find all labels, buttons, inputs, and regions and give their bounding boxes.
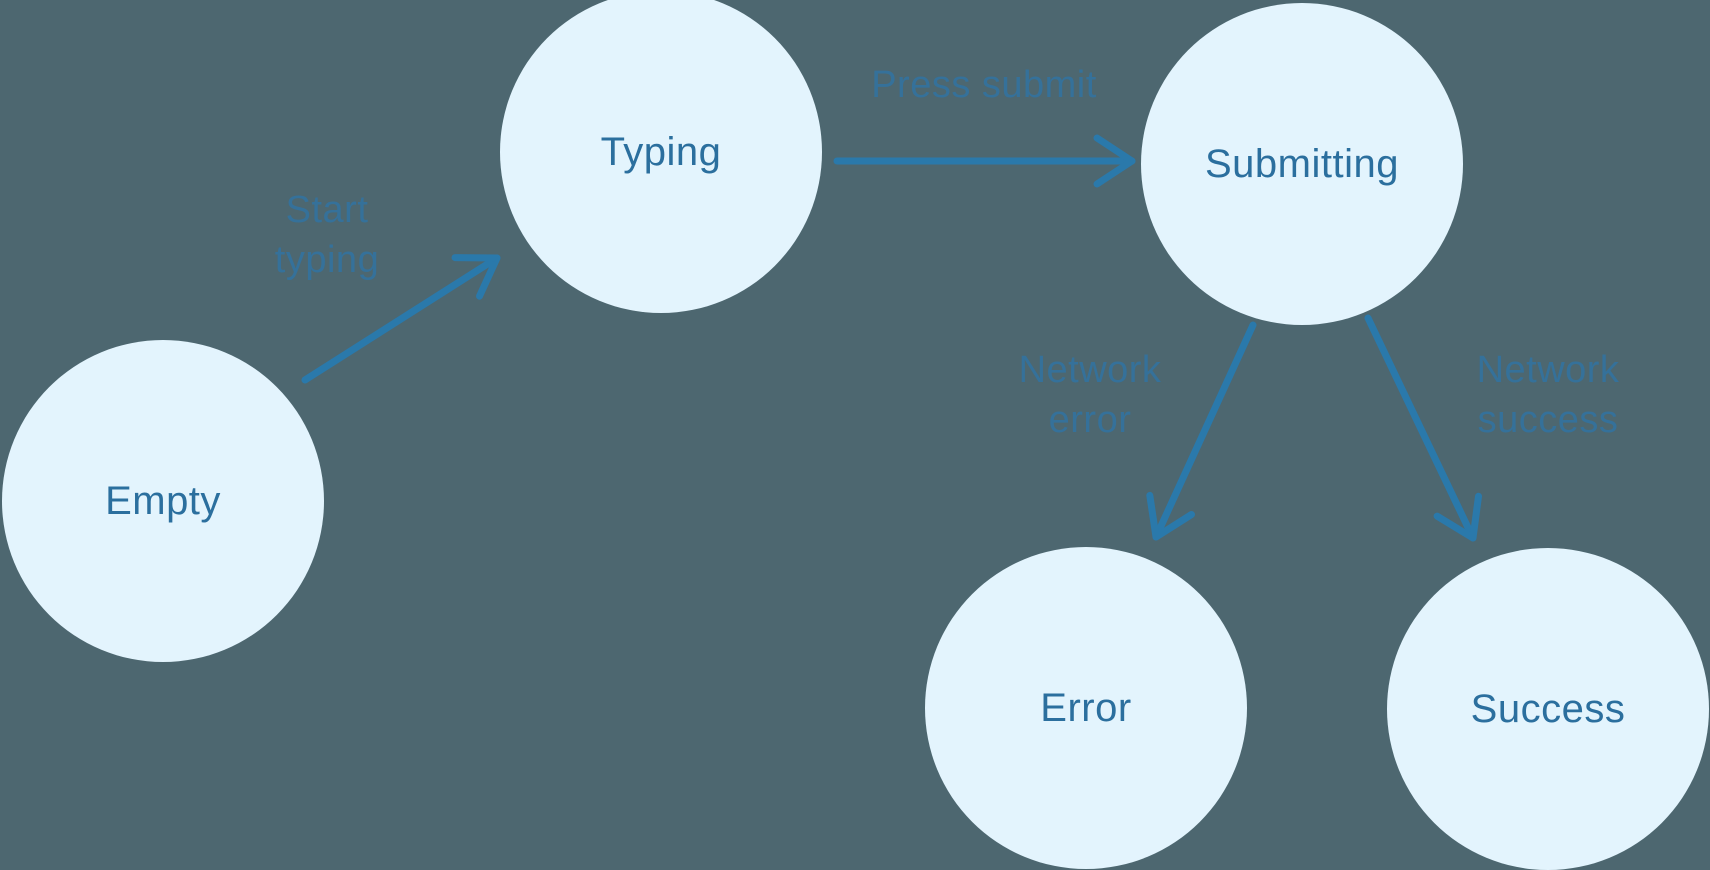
state-label-typing: Typing (600, 129, 722, 174)
state-node-success: Success (1387, 548, 1709, 870)
transition-label-network-error: Network error (1018, 349, 1162, 441)
state-label-error: Error (1040, 685, 1132, 730)
arrow-submitting-to-error (1146, 321, 1257, 541)
arrow-submitting-to-success (1364, 314, 1482, 542)
state-node-typing: Typing (500, 0, 822, 313)
transition-label-press-submit: Press submit (871, 64, 1097, 106)
state-label-success: Success (1470, 686, 1626, 731)
state-node-submitting: Submitting (1141, 3, 1463, 325)
state-node-empty: Empty (2, 340, 324, 662)
state-label-empty: Empty (105, 478, 221, 523)
state-label-submitting: Submitting (1205, 141, 1399, 186)
transition-label-start-typing: Start typing (274, 189, 380, 281)
state-node-error: Error (925, 547, 1247, 869)
arrow-empty-to-typing (301, 254, 501, 384)
arrow-typing-to-submitting (833, 134, 1136, 188)
transition-label-network-success: Network success (1476, 349, 1620, 441)
